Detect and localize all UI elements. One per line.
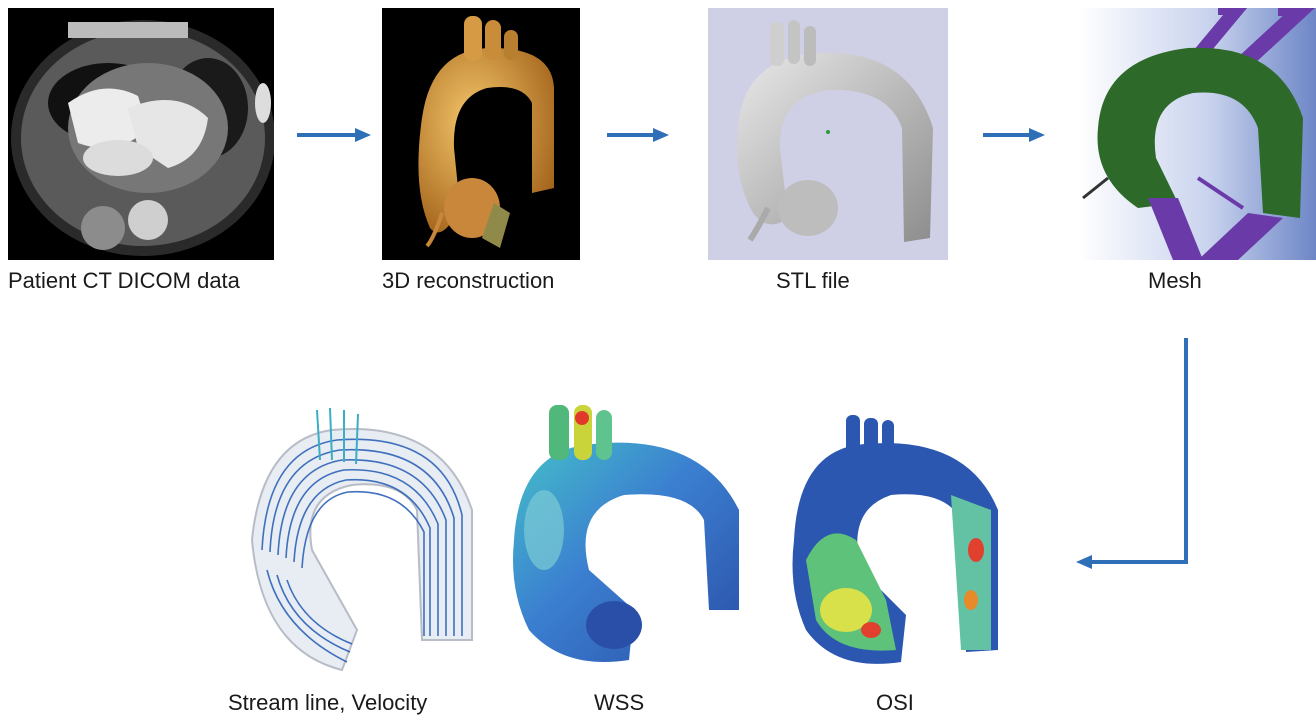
elbow-arrow-icon bbox=[1074, 336, 1190, 576]
caption-ct: Patient CT DICOM data bbox=[8, 268, 240, 294]
right-arrow-icon bbox=[297, 126, 371, 144]
right-arrow-icon bbox=[983, 126, 1045, 144]
caption-recon: 3D reconstruction bbox=[382, 268, 554, 294]
caption-stl: STL file bbox=[776, 268, 850, 294]
osi-image bbox=[786, 400, 1004, 682]
right-arrow-icon bbox=[607, 126, 669, 144]
stl-model-image bbox=[708, 8, 948, 260]
caption-osi: OSI bbox=[876, 690, 914, 716]
mesh-image bbox=[1078, 8, 1316, 260]
caption-streamline: Stream line, Velocity bbox=[228, 690, 427, 716]
reconstruction-image bbox=[382, 8, 580, 260]
caption-mesh: Mesh bbox=[1148, 268, 1202, 294]
caption-wss: WSS bbox=[594, 690, 644, 716]
streamline-image bbox=[222, 400, 492, 682]
wss-image bbox=[504, 400, 748, 682]
ct-scan-image bbox=[8, 8, 274, 260]
